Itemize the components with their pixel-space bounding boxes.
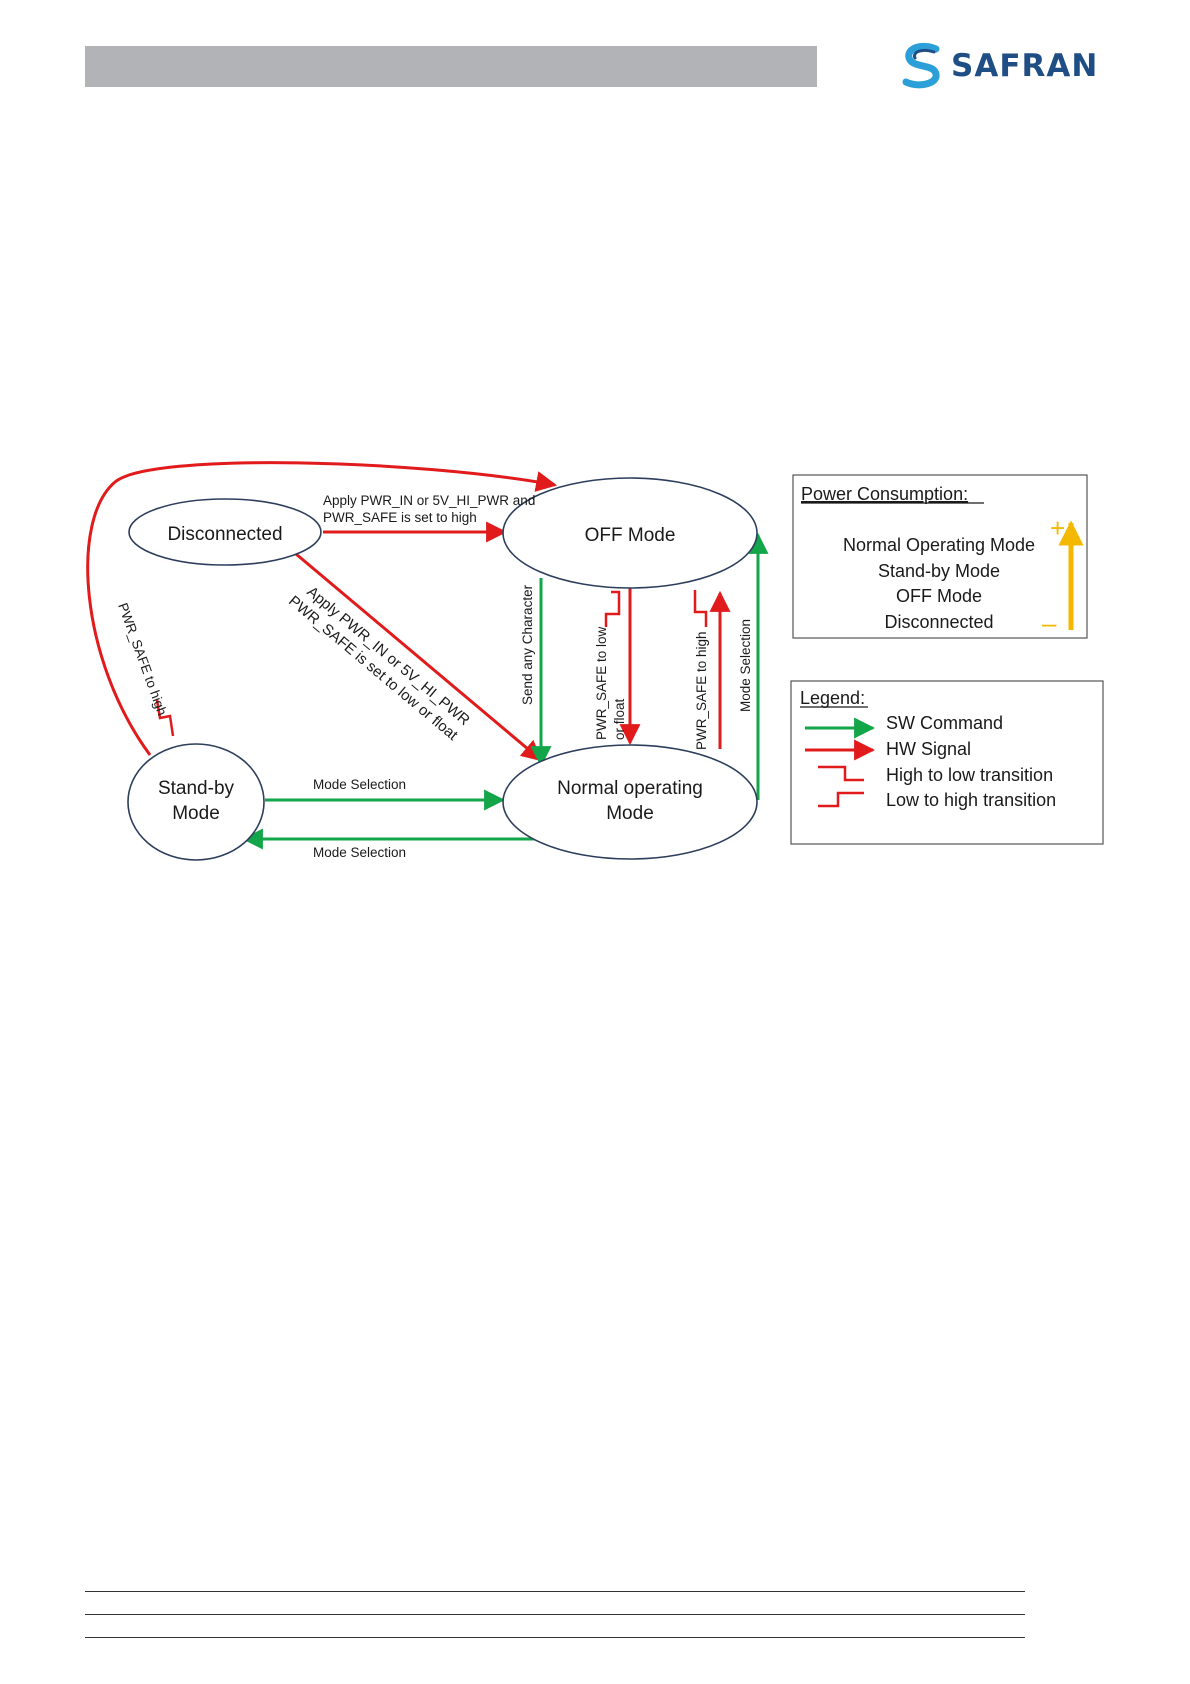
label-off-to-normal-hw-1: PWR_SAFE to low	[594, 626, 609, 740]
power-consumption-box	[792, 474, 1088, 639]
state-off-label: OFF Mode	[585, 525, 676, 546]
legend-item-hw: HW Signal	[886, 739, 971, 759]
state-disconnected	[128, 498, 322, 566]
state-standby	[127, 743, 265, 861]
footer-line-1	[85, 1591, 1025, 1592]
label-disc-to-normal-1: Apply PWR_IN or 5V_HI_PWR	[304, 583, 473, 729]
safran-swirl-icon	[902, 42, 940, 89]
arrow-standby-to-off	[86, 461, 558, 756]
legend-item-high-to-low: High to low transition	[886, 765, 1053, 785]
step-icon-low-to-high	[693, 590, 708, 627]
footer-line-3	[85, 1637, 1025, 1638]
legend-item-sw: SW Command	[886, 713, 1003, 733]
footer-line-2	[85, 1614, 1025, 1615]
power-item-1: Normal Operating Mode	[843, 535, 1035, 555]
state-normal	[502, 744, 758, 860]
label-normal-to-off-hw: PWR_SAFE to high	[694, 631, 709, 750]
label-disc-to-normal-2: PWR_SAFE is set to low or float	[285, 593, 461, 745]
label-standby-to-off: PWR_SAFE to high	[115, 601, 170, 718]
state-off-mode	[502, 477, 758, 589]
label-normal-to-standby: Mode Selection	[313, 845, 406, 860]
label-disc-to-off-1: Apply PWR_IN or 5V_HI_PWR and	[323, 493, 535, 508]
power-item-4: Disconnected	[884, 612, 993, 632]
logo-text: SAFRAN	[951, 48, 1099, 84]
legend-box	[790, 680, 1104, 845]
legend-low-to-high-icon	[818, 791, 864, 808]
header-bar	[85, 46, 817, 87]
legend-item-low-to-high: Low to high transition	[886, 790, 1056, 810]
state-normal-label-2: Mode	[606, 803, 654, 824]
safran-logo: SAFRAN	[898, 40, 1116, 90]
power-consumption-title: Power Consumption:	[801, 484, 968, 504]
state-normal-label-1: Normal operating	[557, 778, 703, 799]
label-off-to-normal-hw-2: or float	[612, 698, 627, 740]
label-normal-to-off-sw: Mode Selection	[738, 619, 753, 712]
arrow-disc-to-normal	[295, 552, 543, 762]
legend-high-to-low-icon	[818, 765, 864, 782]
step-icon-high-to-low	[604, 590, 621, 627]
power-scale-minus: –	[1042, 608, 1057, 638]
legend-title: Legend:	[800, 688, 865, 708]
state-disconnected-label: Disconnected	[167, 524, 282, 545]
label-standby-to-normal: Mode Selection	[313, 777, 406, 792]
label-off-to-normal-sw: Send any Character	[520, 584, 535, 705]
power-item-2: Stand-by Mode	[878, 561, 1000, 581]
step-icon-standby	[155, 699, 175, 737]
label-disc-to-off-2: PWR_SAFE is set to high	[323, 510, 477, 525]
state-standby-label-1: Stand-by	[158, 778, 235, 799]
state-standby-label-2: Mode	[172, 803, 220, 824]
power-item-3: OFF Mode	[896, 586, 982, 606]
power-scale-plus: +	[1050, 513, 1065, 543]
